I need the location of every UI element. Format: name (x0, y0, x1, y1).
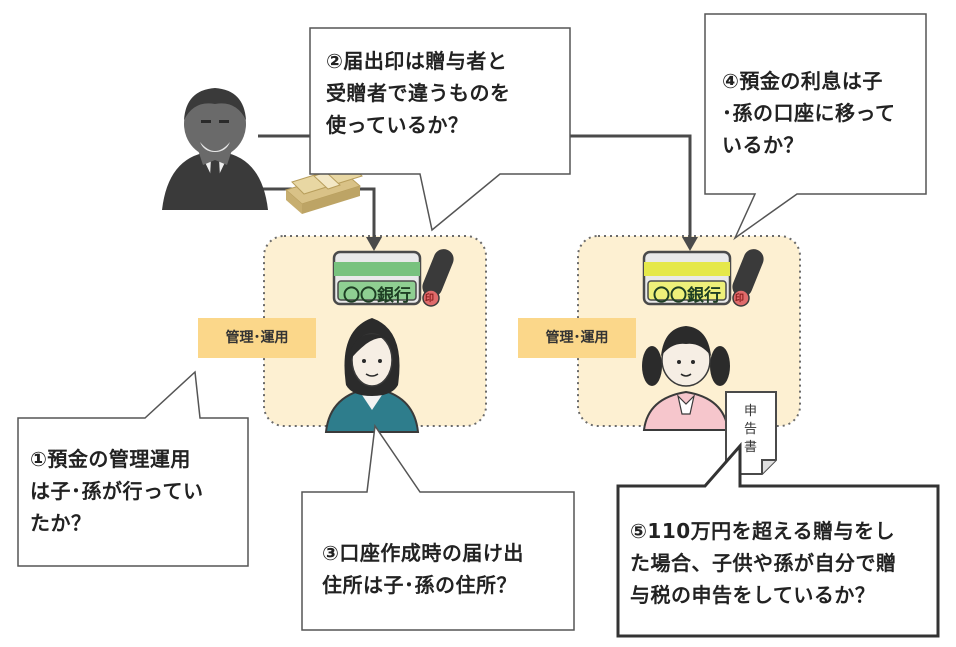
left-seal-icon (422, 249, 454, 307)
bubble-4-line-2: ･孫の口座に移って (722, 101, 896, 125)
right-bank-name: 〇〇銀行 (653, 286, 721, 306)
document-char-2: 告 (744, 422, 758, 437)
tag-right-management: 管理･運用 (518, 318, 636, 358)
bubble-3-shape (301, 423, 575, 631)
bubble-2-line-2: 受贈者で違うものを (326, 81, 511, 105)
left-seal-char: 印 (425, 294, 435, 304)
bubble-5-line-2: た場合、子供や孫が自分で贈 (630, 551, 897, 575)
bubble-1-line-3: たか？ (30, 511, 92, 535)
bubble-5-shape (616, 442, 940, 638)
bubble-1-shape (17, 370, 249, 567)
right-bankbook-icon (642, 250, 732, 306)
bubble-4-line-3: いるか？ (722, 133, 804, 157)
bubble-1-line-1: ①預金の管理運用 (30, 447, 191, 471)
left-bank-name: 〇〇銀行 (343, 286, 411, 306)
document-char-1: 申 (744, 404, 758, 419)
girl-icon (642, 326, 730, 431)
bubble-2-line-1: ②届出印は贈与者と (326, 49, 508, 73)
bubble-3-line-2: 住所は子･孫の住所？ (322, 573, 517, 597)
right-seal-char: 印 (735, 294, 745, 304)
left-bankbook-icon (332, 250, 422, 306)
bubble-4-line-1: ④預金の利息は子 (722, 69, 883, 93)
tag-left-management: 管理･運用 (198, 318, 316, 358)
bubble-3-line-1: ③口座作成時の届け出 (322, 541, 524, 565)
woman-icon (324, 318, 420, 433)
bubble-4-shape (704, 13, 927, 241)
bubble-2-line-3: 使っているか？ (326, 113, 469, 137)
arrowhead-to-right-bank (682, 237, 698, 251)
grandfather-icon (162, 88, 268, 210)
bubble-5-line-3: 与税の申告をしているか？ (630, 583, 876, 607)
bubble-1-line-2: は子･孫が行ってい (30, 479, 204, 503)
right-seal-icon (732, 249, 764, 307)
bubble-2-shape (309, 27, 571, 232)
arrowhead-to-left-bank (366, 237, 382, 251)
document-char-3: 書 (744, 440, 758, 455)
bubble-5-line-1: ⑤110万円を超える贈与をし (630, 519, 896, 543)
